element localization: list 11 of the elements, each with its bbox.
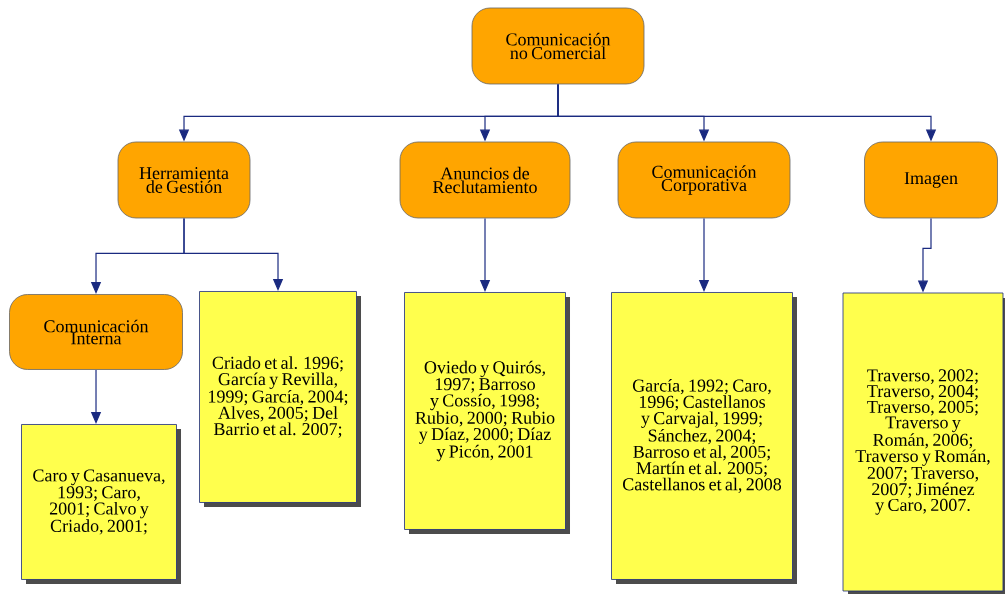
topic-box: Imagen: [864, 141, 998, 219]
topic-box: Comunicación Interna: [9, 294, 183, 370]
reference-box: Traverso, 2002; Traverso, 2004; Traverso, 2005; Traverso y Román, 2006; Traverso y Román, 2007; Traverso, 2007; Jiménez y Caro, 2007.: [842, 292, 1005, 594]
topic-box: Anuncios de Reclutamiento: [399, 141, 571, 219]
reference-box: Oviedo y Quirós, 1997; Barroso y Cossío, 1998; Rubio, 2000; Rubio y Díaz, 2000; Díaz y Picón, 2001: [404, 292, 570, 534]
topic-box: Herramienta de Gestión: [117, 141, 251, 219]
reference-box: Criado et al. 1996; García y Revilla, 1999; García, 2004; Alves, 2005; Del Barrio et al. 2007;: [199, 291, 361, 507]
reference-box: García, 1992; Caro, 1996; Castellanos y Carvajal, 1999; Sánchez, 2004; Barroso et al, 2005; Martín et al. 2005; Castellanos et al, 2008: [611, 292, 797, 584]
topic-box: Comunicación no Comercial: [471, 7, 645, 85]
topic-box: Comunicación Corporativa: [617, 141, 791, 219]
reference-box: Caro y Casanueva, 1993; Caro, 2001; Calvo y Criado, 2001;: [21, 424, 181, 584]
